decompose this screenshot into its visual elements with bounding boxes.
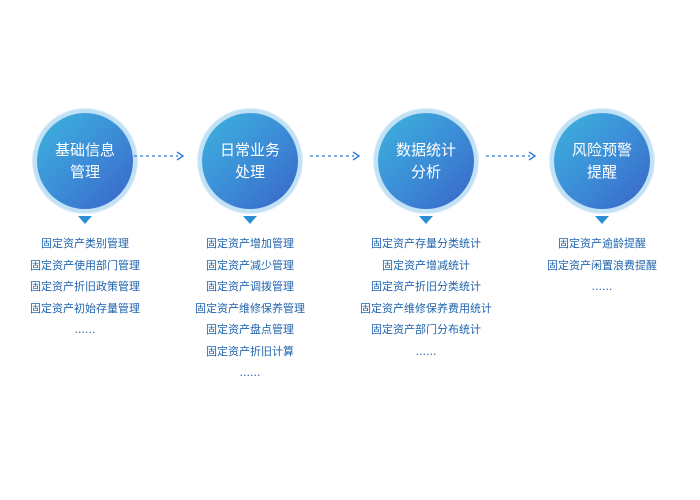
- list-item: 固定资产使用部门管理: [30, 258, 140, 272]
- dashed-arrow-icon: [310, 151, 361, 161]
- stage-basic-info: 基础信息 管理 固定资产类别管理 固定资产使用部门管理 固定资产折旧政策管理 固…: [0, 0, 170, 500]
- stage-title-line-1: 数据统计: [395, 141, 456, 159]
- down-triangle-icon: [243, 216, 257, 224]
- list-item: 固定资产闲置浪费提醒: [547, 258, 657, 272]
- stage-title-line-2: 提醒: [586, 163, 617, 181]
- list-item: ......: [591, 280, 613, 293]
- stage-circle: 风险预警 提醒: [554, 113, 650, 209]
- stage-title-line-2: 分析: [410, 163, 441, 181]
- list-item: 固定资产增减统计: [382, 258, 470, 272]
- list-item: ......: [415, 344, 437, 358]
- stage-daily-business: 日常业务 处理 固定资产增加管理 固定资产减少管理 固定资产调拨管理 固定资产维…: [165, 0, 335, 500]
- down-triangle-icon: [419, 216, 433, 224]
- dashed-arrow-icon: [134, 151, 185, 161]
- stage-circle: 日常业务 处理: [202, 113, 298, 209]
- stage-data-statistics: 数据统计 分析 固定资产存量分类统计 固定资产增减统计 固定资产折旧分类统计 固…: [341, 0, 511, 500]
- list-item: ......: [239, 366, 261, 379]
- stage-circle-wrap: 风险预警 提醒: [549, 108, 655, 214]
- stage-circle: 基础信息 管理: [37, 113, 133, 209]
- list-item: 固定资产折旧计算: [206, 344, 294, 358]
- list-item: 固定资产减少管理: [206, 258, 294, 272]
- stage-title-line-1: 基础信息: [54, 141, 115, 159]
- stage-circle-wrap: 基础信息 管理: [32, 108, 138, 214]
- stage-title-line-1: 日常业务: [219, 141, 280, 159]
- list-item: 固定资产类别管理: [41, 237, 129, 250]
- stage-item-list: 固定资产类别管理 固定资产使用部门管理 固定资产折旧政策管理 固定资产初始存量管…: [0, 233, 170, 341]
- list-item: 固定资产折旧分类统计: [371, 280, 481, 293]
- down-triangle-icon: [78, 216, 92, 224]
- stage-circle: 数据统计 分析: [378, 113, 474, 209]
- stage-title-line-1: 风险预警: [571, 141, 632, 159]
- list-item: 固定资产盘点管理: [206, 323, 294, 336]
- list-item: 固定资产部门分布统计: [371, 323, 481, 336]
- list-item: ......: [74, 323, 96, 336]
- dashed-arrow-icon: [486, 151, 537, 161]
- list-item: 固定资产逾龄提醒: [558, 237, 646, 250]
- down-triangle-icon: [595, 216, 609, 224]
- stage-circle-wrap: 日常业务 处理: [197, 108, 303, 214]
- stage-item-list: 固定资产逾龄提醒 固定资产闲置浪费提醒 ......: [517, 233, 687, 298]
- list-item: 固定资产维修保养费用统计: [360, 301, 492, 315]
- stage-item-list: 固定资产存量分类统计 固定资产增减统计 固定资产折旧分类统计 固定资产维修保养费…: [341, 233, 511, 362]
- stage-circle-wrap: 数据统计 分析: [373, 108, 479, 214]
- stage-title-line-2: 处理: [234, 163, 265, 181]
- list-item: 固定资产调拨管理: [206, 280, 294, 293]
- list-item: 固定资产折旧政策管理: [30, 280, 140, 293]
- list-item: 固定资产存量分类统计: [371, 237, 481, 250]
- stage-risk-warning: 风险预警 提醒 固定资产逾龄提醒 固定资产闲置浪费提醒 ......: [517, 0, 687, 500]
- list-item: 固定资产初始存量管理: [30, 301, 140, 315]
- stage-title-line-2: 管理: [69, 163, 100, 181]
- stage-item-list: 固定资产增加管理 固定资产减少管理 固定资产调拨管理 固定资产维修保养管理 固定…: [165, 233, 335, 384]
- list-item: 固定资产维修保养管理: [195, 301, 305, 315]
- list-item: 固定资产增加管理: [206, 237, 294, 250]
